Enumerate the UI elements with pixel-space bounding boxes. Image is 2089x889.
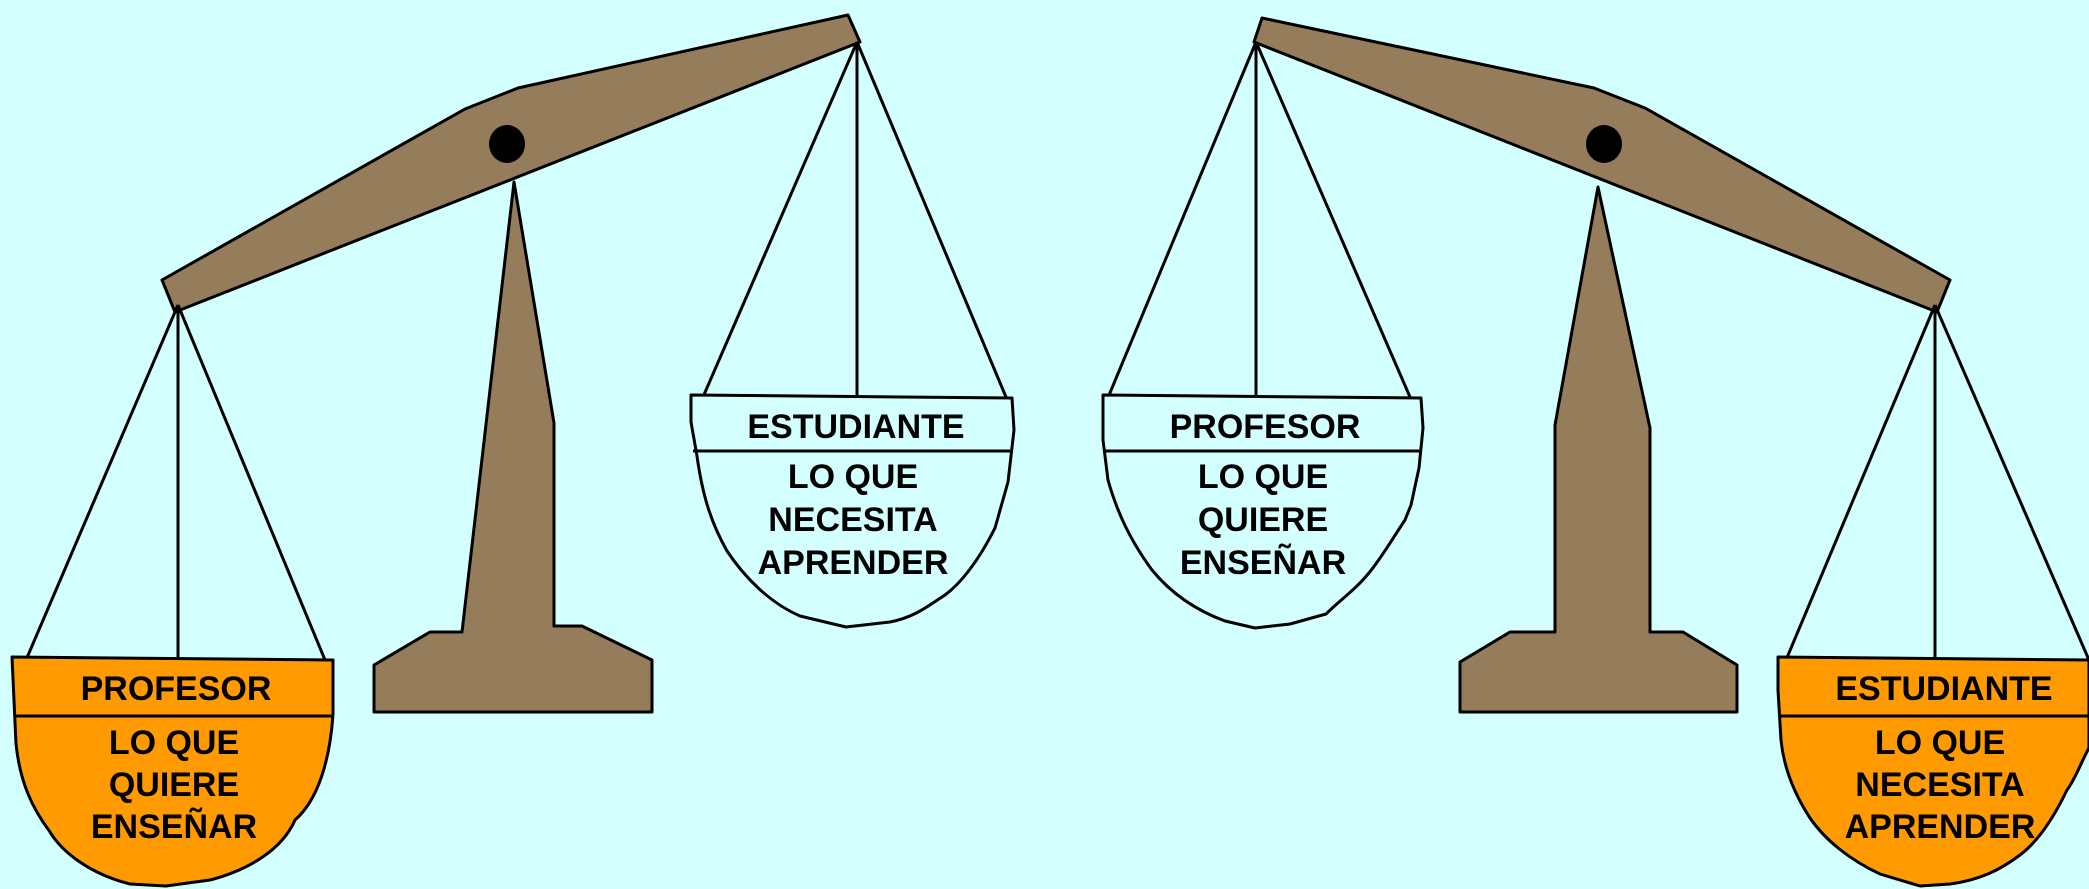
left-scale-stand: [372, 180, 654, 714]
pan-line-1: LO QUE: [109, 724, 239, 762]
left-scale-pivot: [489, 125, 525, 163]
right-scale-light-pan: PROFESOR LO QUE QUIERE ENSEÑAR: [1101, 393, 1425, 630]
pan-title: PROFESOR: [81, 670, 272, 708]
left-scale-light-pan: ESTUDIANTE LO QUE NECESITA APRENDER: [689, 393, 1016, 629]
pan-line-3: APRENDER: [1845, 808, 2036, 846]
right-scale-pivot: [1586, 125, 1622, 163]
pan-title: PROFESOR: [1170, 408, 1361, 446]
left-scale-light-pan-strings: [701, 41, 1008, 398]
pan-line-2: NECESITA: [1855, 766, 2024, 804]
pan-line-2: QUIERE: [109, 766, 239, 804]
pan-line-2: NECESITA: [768, 501, 937, 539]
pan-line-1: LO QUE: [1198, 458, 1328, 496]
pan-title: ESTUDIANTE: [747, 408, 964, 446]
pan-bowl: [1101, 393, 1425, 630]
pan-line-3: APRENDER: [758, 544, 949, 582]
left-scale-heavy-pan-strings: [24, 304, 327, 661]
right-scale-heavy-pan: ESTUDIANTE LO QUE NECESITA APRENDER: [1776, 655, 2089, 888]
left-scale: PROFESOR LO QUE QUIERE ENSEÑAR ESTUDIANT…: [10, 13, 1016, 888]
pan-line-3: ENSEÑAR: [1180, 544, 1346, 582]
pan-line-1: LO QUE: [788, 458, 918, 496]
right-scale-beam: [1252, 16, 1952, 314]
right-scale-stand: [1458, 185, 1739, 714]
right-scale: PROFESOR LO QUE QUIERE ENSEÑAR ESTUDIANT…: [1101, 16, 2089, 888]
right-scale-heavy-pan-strings: [1784, 304, 2089, 661]
left-scale-heavy-pan: PROFESOR LO QUE QUIERE ENSEÑAR: [10, 655, 335, 888]
pan-line-2: QUIERE: [1198, 501, 1328, 539]
pan-bowl: [10, 655, 335, 888]
pan-title: ESTUDIANTE: [1835, 670, 2052, 708]
pan-line-1: LO QUE: [1875, 724, 2005, 762]
pan-bowl: [1776, 655, 2089, 888]
pan-line-3: ENSEÑAR: [91, 808, 257, 846]
right-scale-light-pan-strings: [1105, 41, 1412, 401]
pan-bowl: [689, 393, 1016, 629]
